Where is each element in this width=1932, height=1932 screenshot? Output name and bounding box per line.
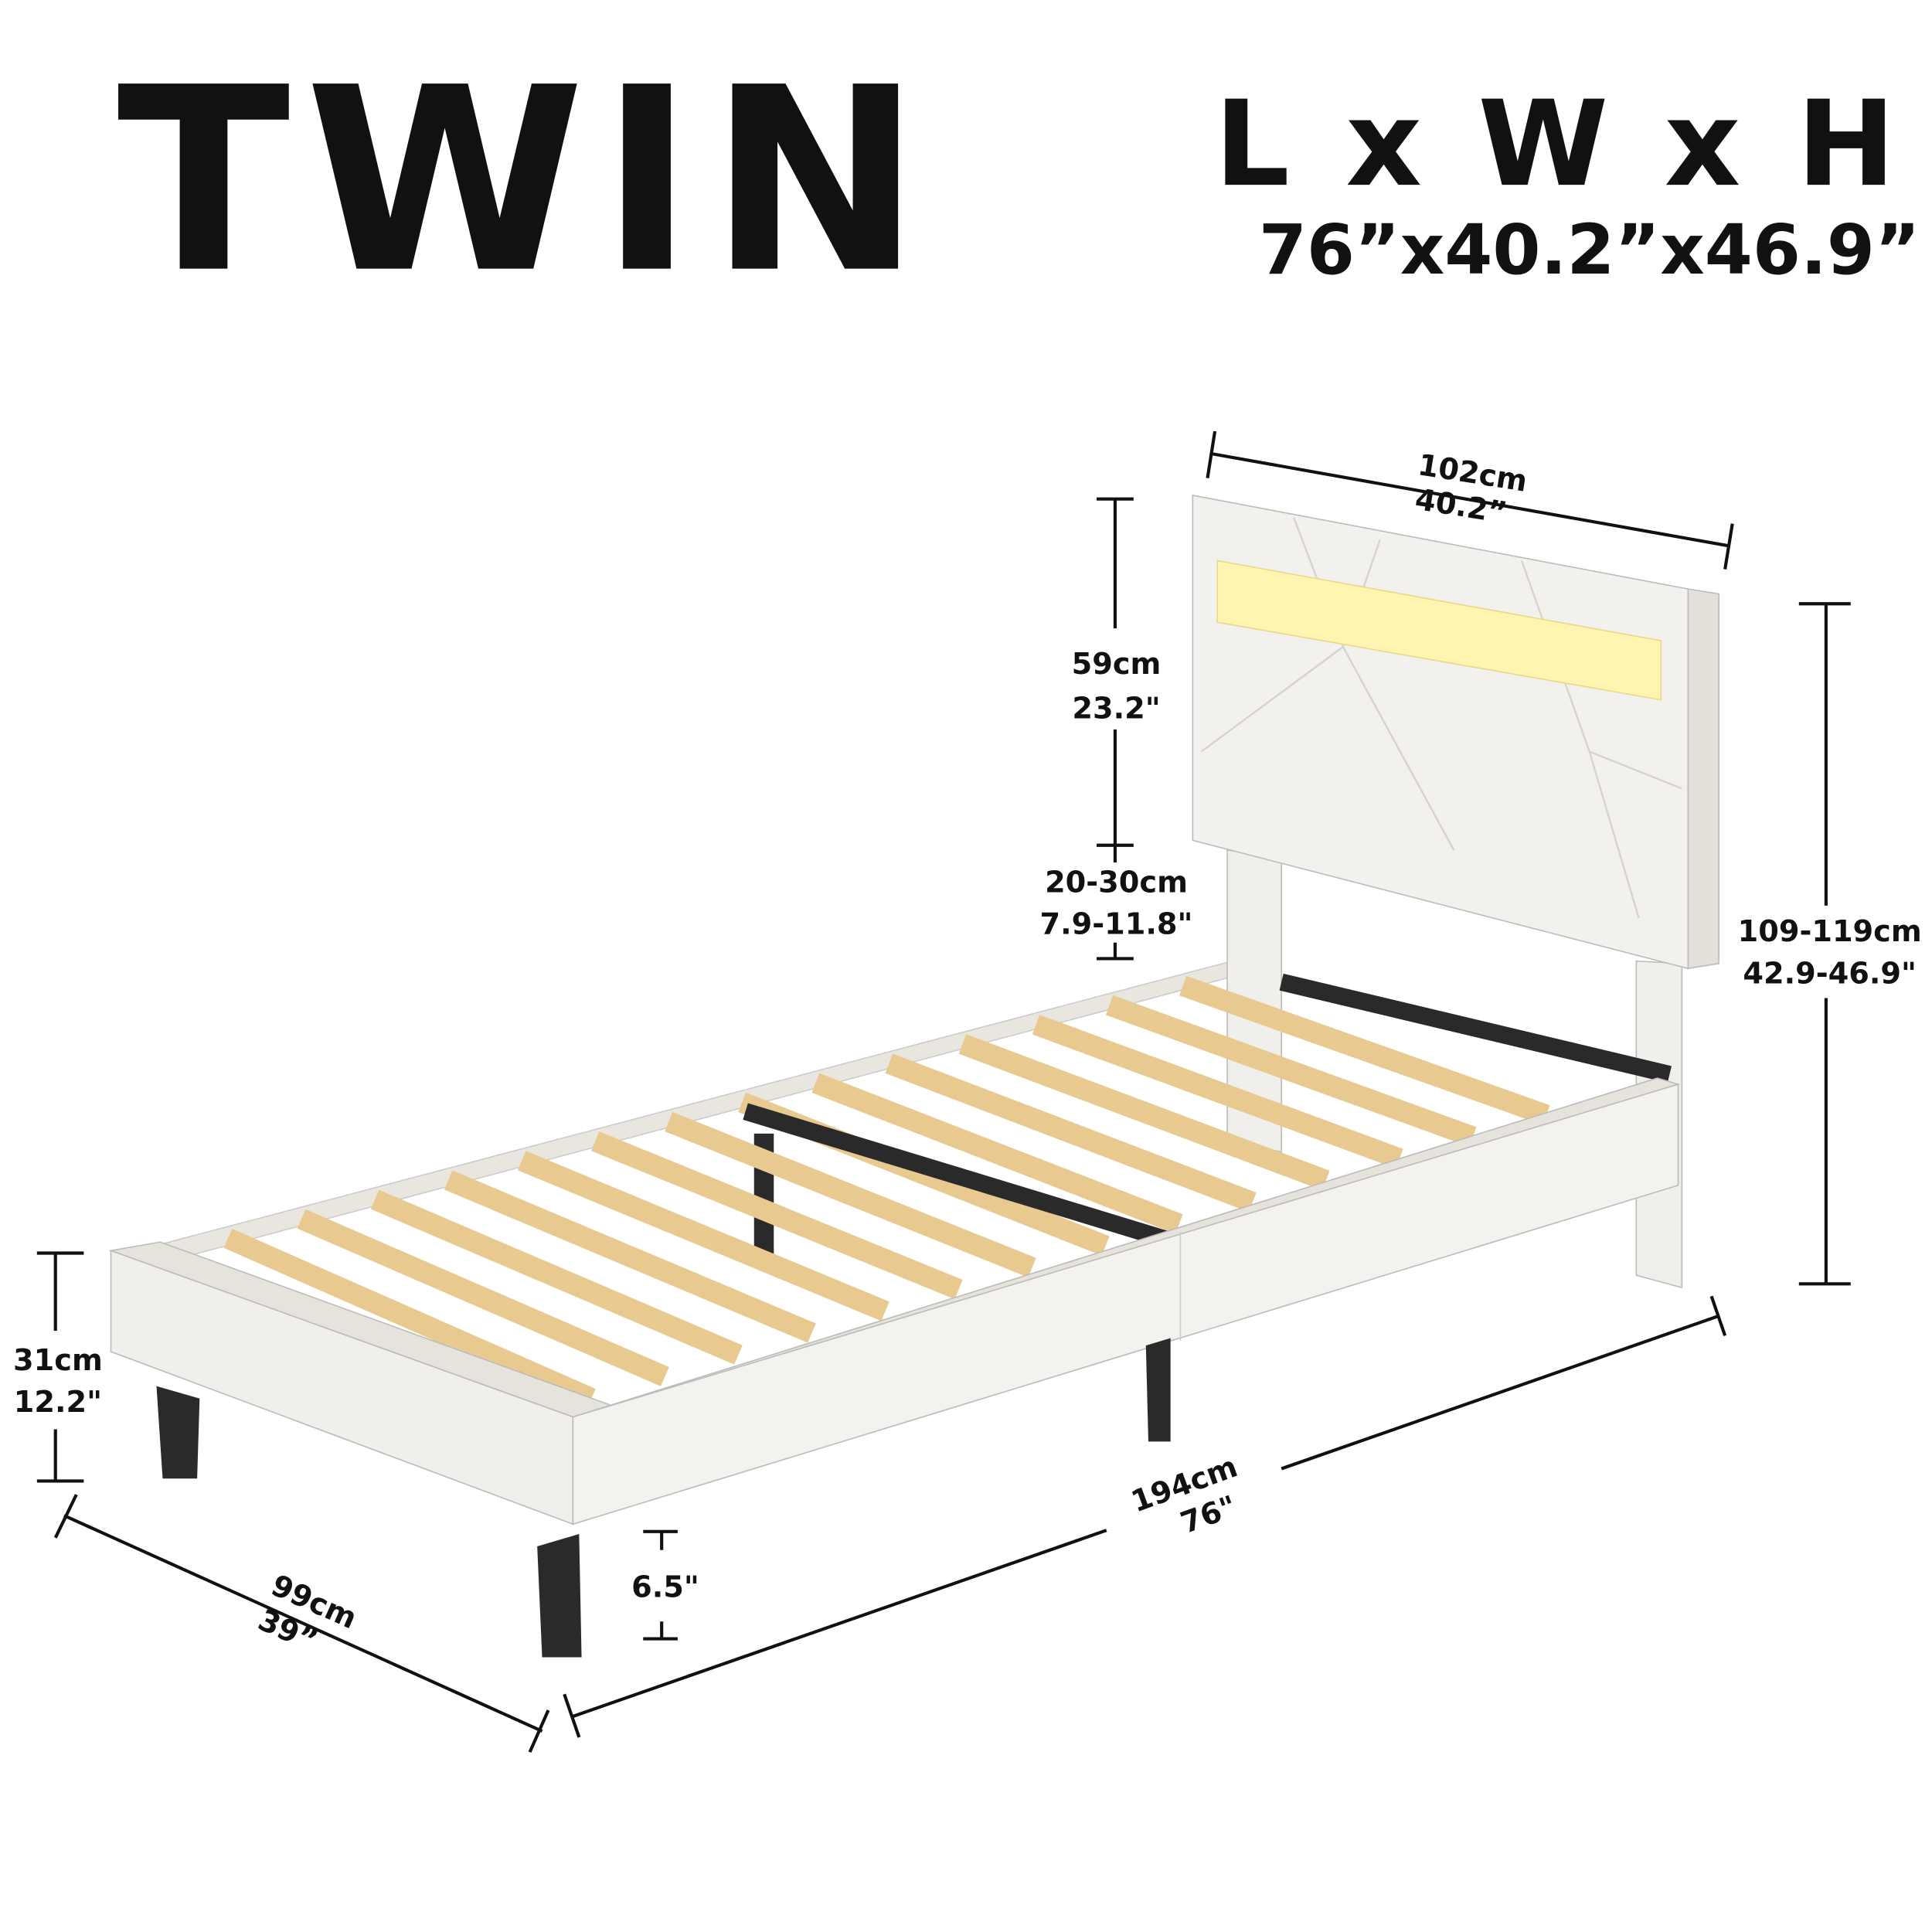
slat [591, 1131, 963, 1300]
slat [811, 1073, 1183, 1234]
slat [444, 1170, 816, 1343]
side-rail [572, 1083, 1679, 1526]
headboard-height-in: 23.2" [1072, 692, 1160, 726]
slat [958, 1034, 1330, 1191]
headboard-adjust-cm: 20-30cm [1045, 865, 1188, 900]
slat [1179, 975, 1550, 1125]
total-height-in: 42.9-46.9" [1743, 956, 1917, 991]
frame-height-cm: 31cm [13, 1343, 103, 1378]
headboard-side [1687, 588, 1719, 970]
slat [223, 1228, 596, 1409]
led-light-strip [1216, 560, 1662, 701]
total-height-cm: 109-119cm [1738, 914, 1922, 949]
center-beam [743, 1103, 1185, 1253]
slats [223, 975, 1550, 1409]
leg [1145, 1338, 1171, 1442]
dims-value: 76”x40.2”x46.9” [1259, 210, 1920, 291]
slat [885, 1053, 1257, 1213]
slat [1032, 1015, 1403, 1169]
headboard-width-label: 102cm 40.2” [1413, 447, 1529, 531]
clearance-label: 6.5" [631, 1570, 699, 1604]
dimension-lines [36, 430, 1851, 1753]
slat [297, 1209, 669, 1386]
slat [370, 1189, 743, 1365]
slat [1105, 995, 1477, 1147]
metal-beam-back [1279, 973, 1672, 1083]
size-title: TWIN [117, 34, 936, 329]
slat [517, 1151, 889, 1321]
bed-illustration [108, 494, 1719, 1658]
headboard-adjust-in: 7.9-11.8" [1040, 907, 1193, 942]
slat [665, 1111, 1036, 1277]
length-label: 194cm 76" [1127, 1449, 1242, 1541]
frame-height-in: 12.2" [14, 1385, 102, 1420]
leg [537, 1534, 582, 1658]
dims-label: L x W x H [1214, 76, 1903, 213]
headboard-height-cm: 59cm [1072, 647, 1162, 682]
leg [156, 1386, 200, 1479]
width-label: 99cm 39” [253, 1568, 362, 1659]
